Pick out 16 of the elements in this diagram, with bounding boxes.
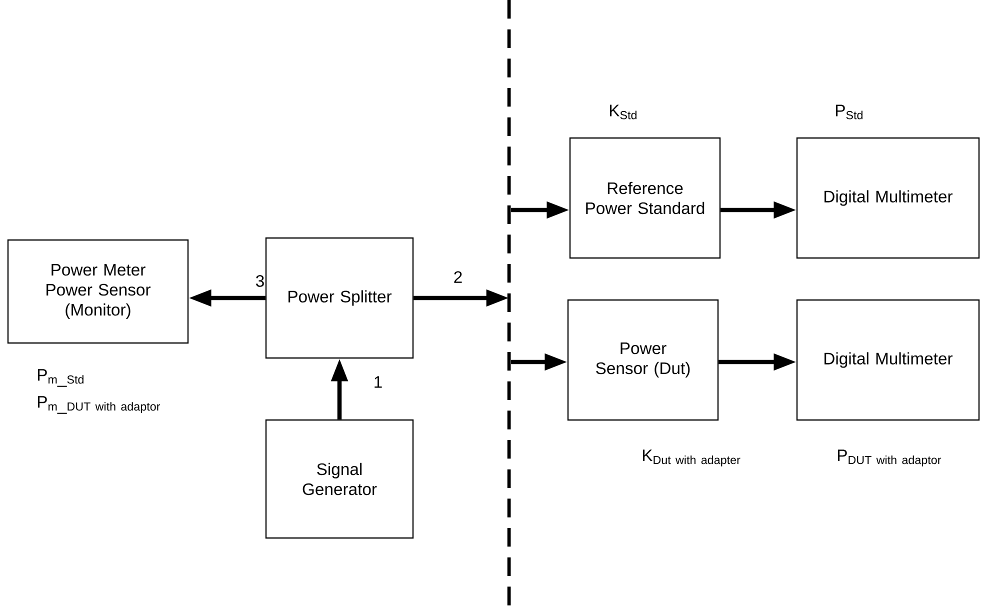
signal-symbol: $\mathrm{P}_{\mathrm{DUT\ with\ adaptor}}$: [838, 450, 942, 466]
signal-symbol: $\mathrm{P}_{\mathrm{m\_DUT\ with\ adaptor}}$: [38, 396, 160, 414]
port-number: 1: [374, 376, 382, 388]
signal-symbol: $\mathrm{P}_{\mathrm{m\_Std}}$: [38, 369, 84, 387]
block-box: Digital Multimeter: [796, 137, 980, 259]
block-box: Power Splitter: [265, 237, 414, 359]
block-box: Power Meter Power Sensor (Monitor): [7, 239, 189, 344]
block-box: Reference Power Standard: [569, 137, 721, 259]
signal-symbol: $\mathrm{P}_{\mathrm{Std}}$: [836, 104, 862, 120]
signal-symbol: $\mathrm{K}_{\mathrm{Dut\ with\ adapter}}$: [642, 450, 740, 466]
port-number: 3: [256, 275, 264, 287]
block-box: Power Sensor (Dut): [567, 299, 719, 421]
signal-symbol: $\mathrm{K}_{\mathrm{Std}}$: [610, 104, 636, 120]
block-box: Signal Generator: [265, 419, 414, 539]
port-number: 2: [454, 271, 462, 283]
block-box: Digital Multimeter: [796, 299, 980, 421]
